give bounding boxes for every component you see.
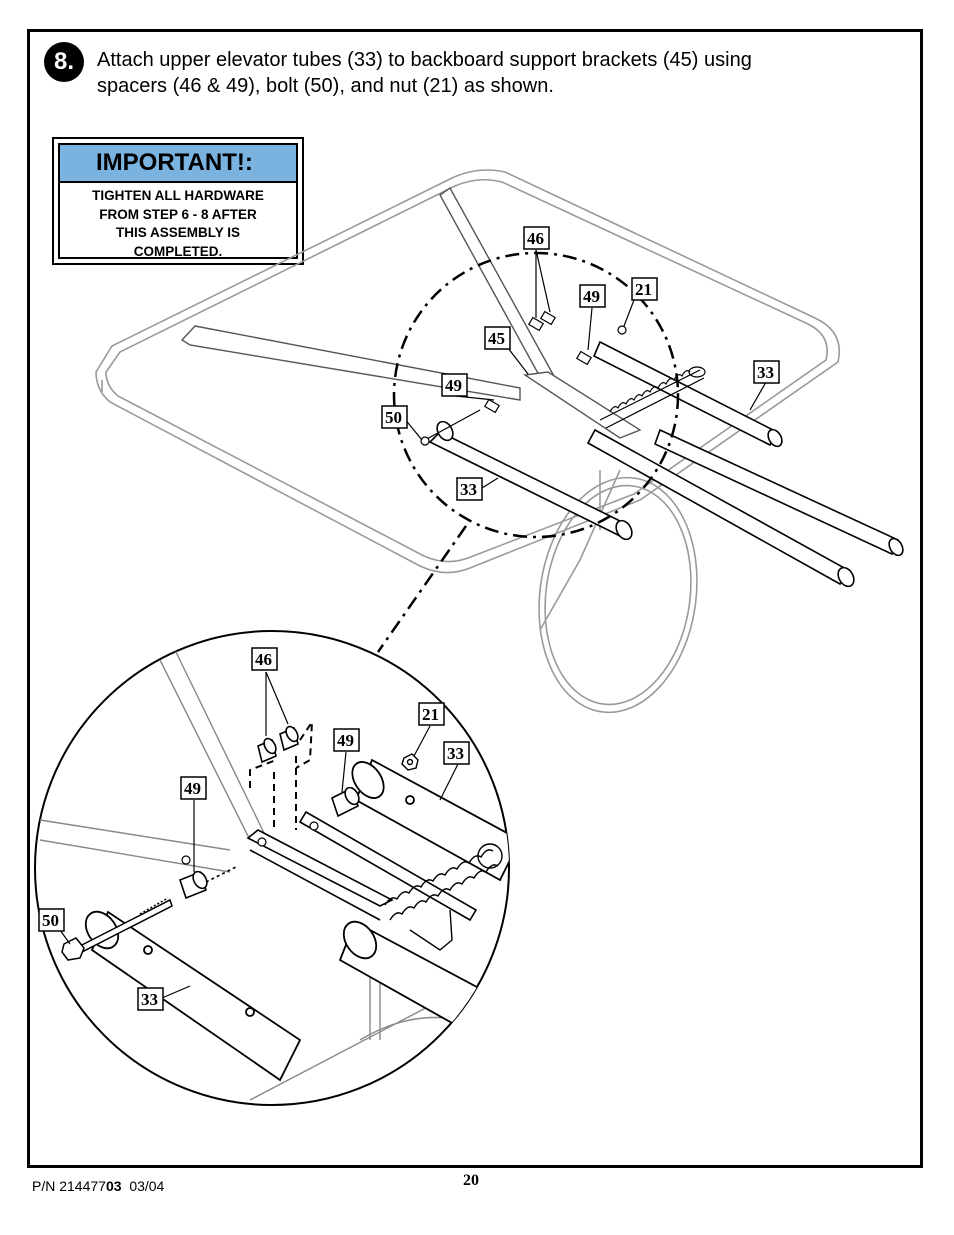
callout-50-detail: 50 — [38, 908, 65, 932]
elevator-tubes-33 — [428, 340, 904, 588]
important-body: TIGHTEN ALL HARDWARE FROM STEP 6 - 8 AFT… — [60, 183, 296, 261]
important-line-2: FROM STEP 6 - 8 AFTER — [99, 206, 257, 222]
svg-text:45: 45 — [488, 329, 505, 348]
important-notice-box: IMPORTANT!: TIGHTEN ALL HARDWARE FROM ST… — [52, 137, 304, 265]
callout-45-top: 45 — [484, 326, 511, 350]
svg-text:49: 49 — [445, 376, 462, 395]
detail-view — [39, 649, 509, 1101]
svg-text:49: 49 — [583, 287, 600, 306]
step-number-badge: 8. — [44, 42, 84, 82]
step-instruction-line-2: spacers (46 & 49), bolt (50), and nut (2… — [97, 75, 554, 97]
page-frame — [27, 29, 923, 1168]
hardware-top — [420, 310, 627, 446]
callout-49-top-b: 49 — [441, 373, 468, 397]
callout-33-top-b: 33 — [456, 477, 483, 501]
springs-top — [599, 366, 706, 429]
svg-text:49: 49 — [184, 779, 201, 798]
part-number-prefix: P/N 214477 — [32, 1178, 106, 1194]
important-line-4: COMPLETED. — [133, 243, 223, 259]
callout-46-detail: 46 — [251, 647, 278, 671]
svg-text:49: 49 — [337, 731, 354, 750]
callout-33-detail-b: 33 — [137, 987, 164, 1011]
leader-lines — [59, 249, 767, 999]
support-bracket-45 — [180, 186, 642, 439]
svg-text:50: 50 — [385, 408, 402, 427]
important-line-3: THIS ASSEMBLY IS — [115, 225, 241, 240]
svg-text:46: 46 — [255, 650, 272, 669]
svg-text:46: 46 — [527, 229, 544, 248]
important-line-1: TIGHTEN ALL HARDWARE — [92, 188, 264, 203]
svg-text:33: 33 — [447, 744, 464, 763]
callout-33-top-a: 33 — [753, 360, 780, 384]
page-number: 20 — [463, 1172, 479, 1189]
revision-date: 03/04 — [129, 1178, 165, 1194]
svg-text:21: 21 — [635, 280, 652, 299]
svg-text:21: 21 — [422, 705, 439, 724]
rim-outline — [538, 469, 698, 714]
callout-21-detail: 21 — [418, 702, 445, 726]
svg-text:33: 33 — [460, 480, 477, 499]
step-instruction: Attach upper elevator tubes (33) to back… — [97, 47, 857, 99]
important-heading: IMPORTANT!: — [60, 145, 296, 183]
callout-33-detail-a: 33 — [443, 741, 470, 765]
svg-text:33: 33 — [757, 363, 774, 382]
callout-50-top: 50 — [381, 405, 408, 429]
callout-21-top: 21 — [631, 277, 658, 301]
callout-49-top-a: 49 — [579, 284, 606, 308]
callout-49-detail-b: 49 — [180, 776, 207, 800]
part-number-footer: P/N 21447703 03/04 — [32, 1178, 164, 1194]
part-number-suffix: 03 — [105, 1178, 122, 1194]
magnifier-connector — [376, 525, 468, 653]
svg-text:33: 33 — [141, 990, 158, 1009]
step-instruction-line-1: Attach upper elevator tubes (33) to back… — [97, 49, 752, 71]
callout-46-top: 46 — [523, 226, 550, 250]
callout-49-detail-a: 49 — [333, 728, 360, 752]
svg-text:50: 50 — [42, 911, 59, 930]
backboard-outline — [95, 169, 840, 574]
